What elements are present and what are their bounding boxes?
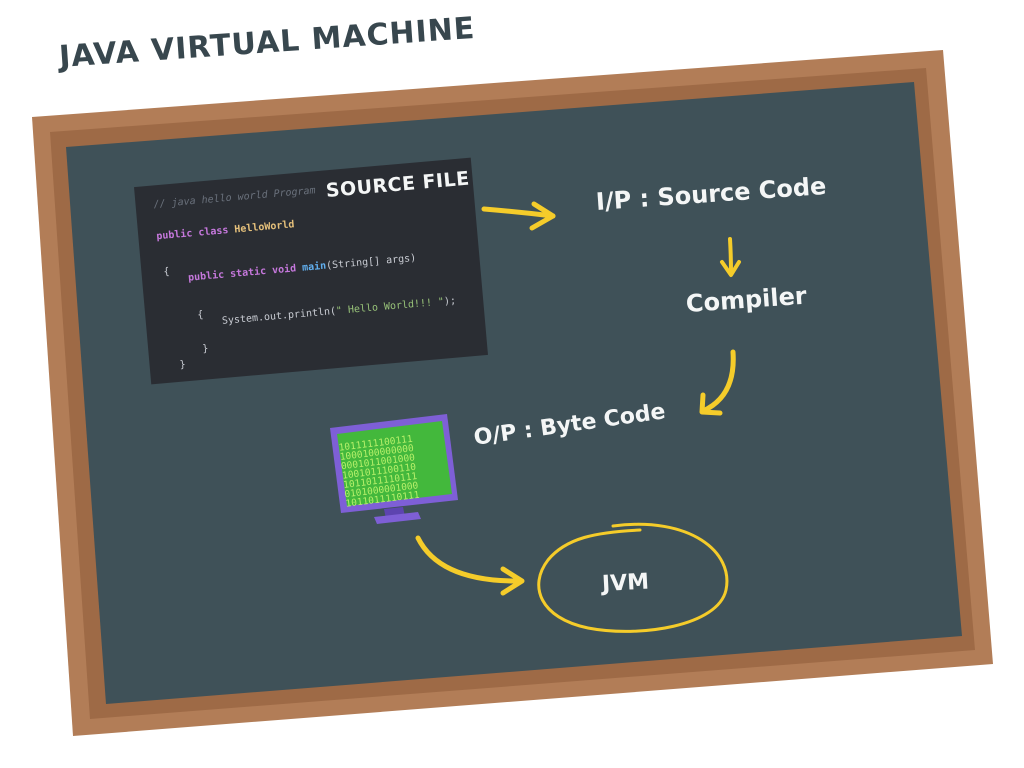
arrow-source-to-input [481,201,556,231]
monitor-icon: 1011111100111100010000000000010110010001… [330,414,458,524]
arrow-input-to-compiler [720,237,741,277]
code-inner-close-brace: } [201,343,209,355]
arrow-bytecode-to-jvm [415,535,525,596]
jvm-ellipse [537,522,729,633]
code-print-statement: System.out.println(" Hello World!!! "); [222,295,457,326]
code-class-name: HelloWorld [233,219,295,236]
code-method-args: (String[] args) [325,252,417,272]
jvm-label: JVM [601,569,650,597]
code-method-declaration: public static void main(String[] args) [188,253,417,284]
board-surface [66,82,962,704]
binary-code-grid: 1011111100111100010000000000010110010001… [338,434,420,510]
code-print-call: System.out.println( [221,305,337,327]
code-open-brace: { [163,266,171,278]
code-print-string: " Hello World!!! " [335,296,445,317]
code-inner-open-brace: { [196,309,204,322]
arrow-compiler-to-output [699,349,736,416]
code-close-brace: } [179,359,187,371]
code-method-name: main [301,260,327,274]
code-keyword-method: public static void [187,263,297,284]
code-comment: // java hello world Program [153,185,317,211]
code-class-declaration: public class HelloWorld [156,219,295,242]
code-keyword-public-class: public class [155,225,229,243]
code-print-end: ); [443,295,457,308]
